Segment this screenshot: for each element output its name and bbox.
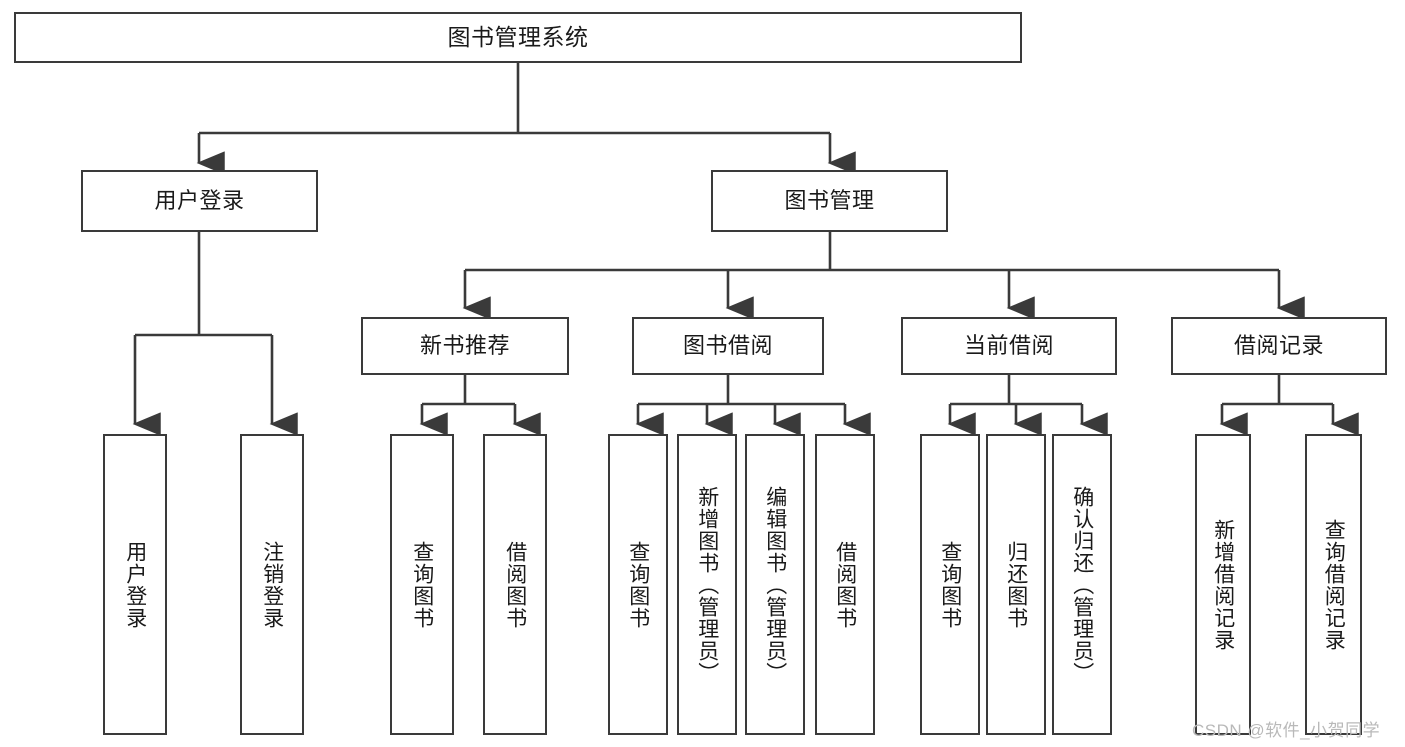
node-label: 查询图书 [410,540,434,629]
node-root-system[interactable]: 图书管理系统 [14,12,1022,63]
node-label: 确认归还（管理员） [1070,485,1094,684]
leaf-user-login[interactable]: 用户登录 [103,434,167,735]
node-label: 新增图书（管理员） [695,485,719,684]
node-label: 图书管理系统 [447,23,589,50]
node-label: 图书借阅 [682,333,773,359]
node-label: 借阅图书 [833,540,857,629]
node-book-borrow[interactable]: 图书借阅 [632,317,824,375]
node-new-book-recommend[interactable]: 新书推荐 [361,317,569,375]
node-label: 用户登录 [154,188,245,214]
node-label: 查询借阅记录 [1322,518,1346,651]
node-label: 归还图书 [1004,540,1028,629]
leaf-add-book[interactable]: 新增图书（管理员） [677,434,737,735]
leaf-confirm-return[interactable]: 确认归还（管理员） [1052,434,1112,735]
leaf-add-borrow-record[interactable]: 新增借阅记录 [1195,434,1251,735]
node-label: 用户登录 [123,540,147,629]
node-label: 借阅图书 [503,540,527,629]
leaf-query-book-1[interactable]: 查询图书 [390,434,454,735]
csdn-watermark: CSDN @软件_小贺同学 [1192,721,1381,740]
node-label: 图书管理 [784,188,875,214]
leaf-borrow-book-1[interactable]: 借阅图书 [483,434,547,735]
leaf-query-book-2[interactable]: 查询图书 [608,434,668,735]
node-book-manage[interactable]: 图书管理 [711,170,948,232]
node-label: 编辑图书（管理员） [763,485,787,684]
node-label: 借阅记录 [1233,333,1324,359]
node-label: 查询图书 [938,540,962,629]
leaf-query-borrow-record[interactable]: 查询借阅记录 [1305,434,1362,735]
leaf-edit-book[interactable]: 编辑图书（管理员） [745,434,805,735]
node-label: 新增借阅记录 [1211,518,1235,651]
node-user-login[interactable]: 用户登录 [81,170,318,232]
node-current-borrow[interactable]: 当前借阅 [901,317,1117,375]
leaf-return-book[interactable]: 归还图书 [986,434,1046,735]
node-borrow-record[interactable]: 借阅记录 [1171,317,1387,375]
node-label: 新书推荐 [419,333,510,359]
node-label: 当前借阅 [963,333,1054,359]
node-label: 注销登录 [260,540,284,629]
leaf-borrow-book-2[interactable]: 借阅图书 [815,434,875,735]
leaf-logout[interactable]: 注销登录 [240,434,304,735]
leaf-query-book-3[interactable]: 查询图书 [920,434,980,735]
node-label: 查询图书 [626,540,650,629]
